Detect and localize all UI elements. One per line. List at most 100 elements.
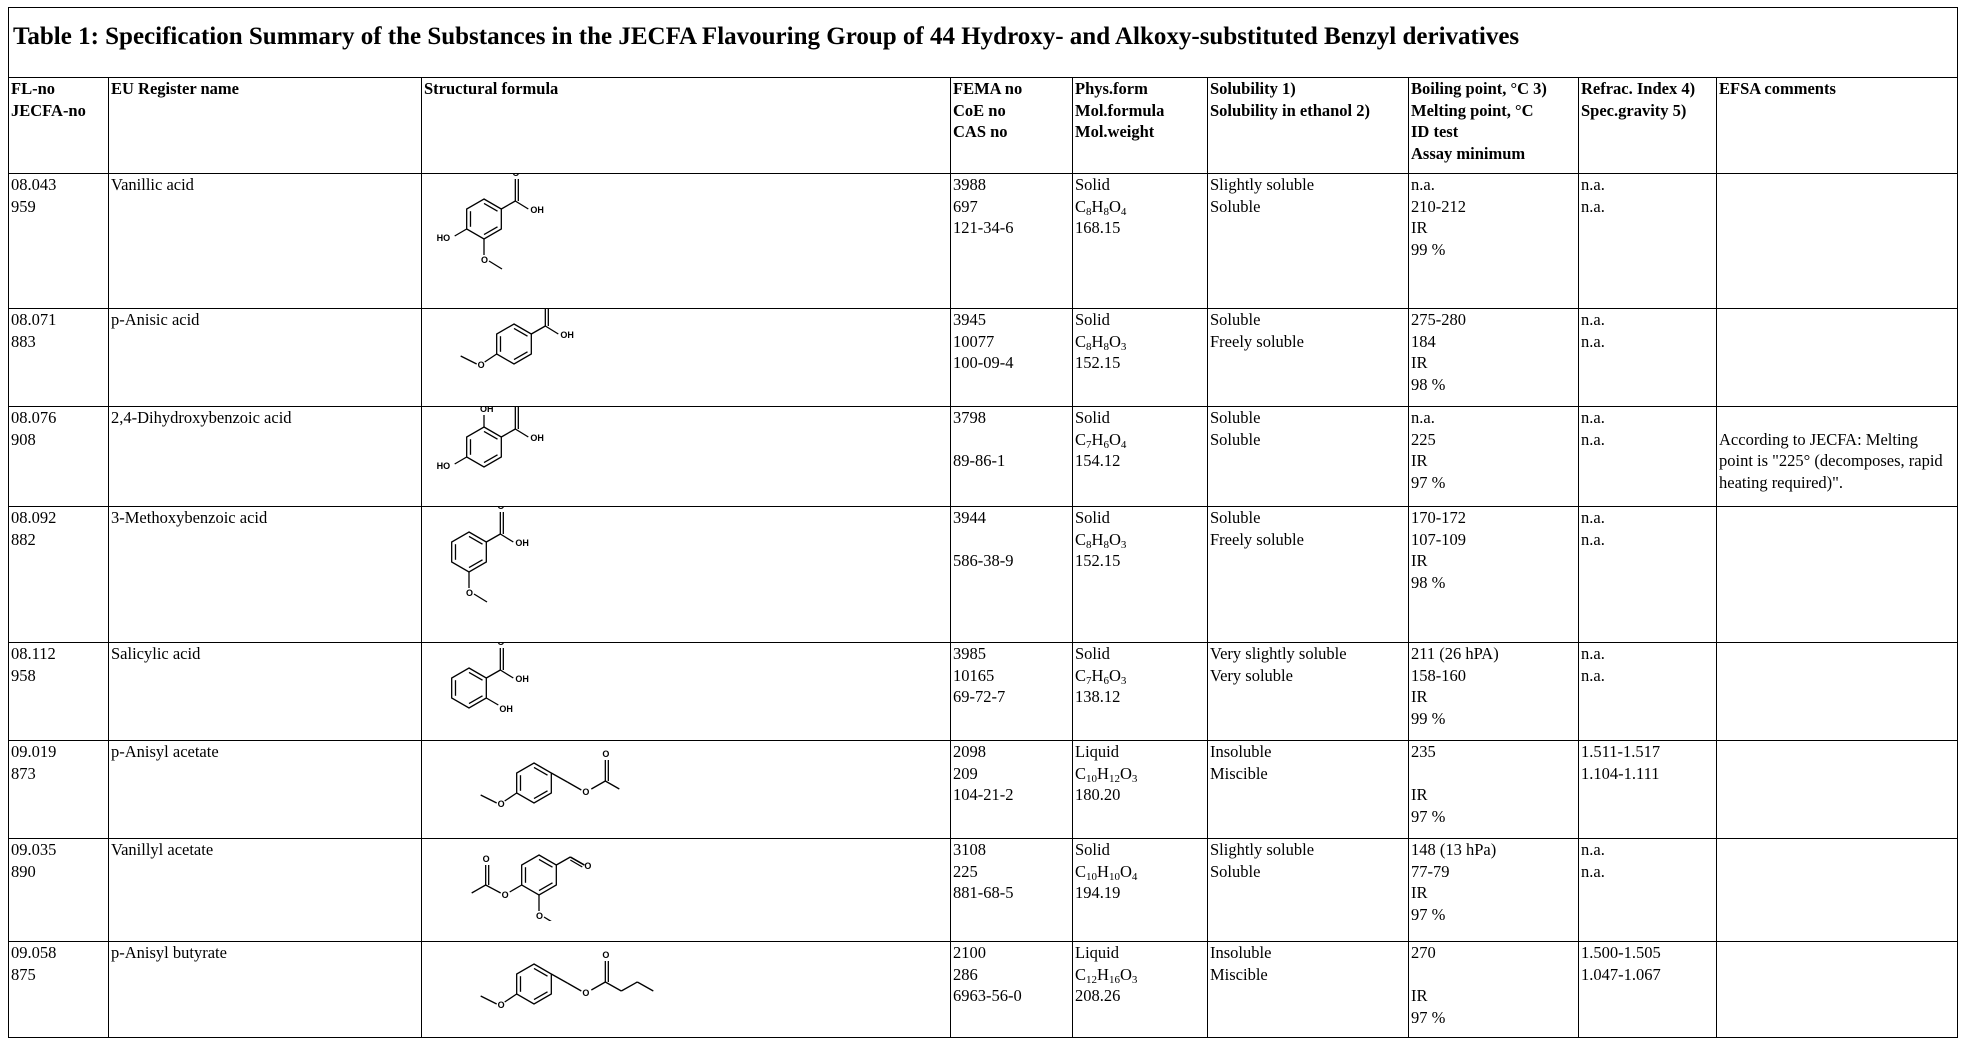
- cell-line: Spec.gravity 5): [1581, 100, 1687, 120]
- efsa-comments-cell: According to JECFA: Melting point is "22…: [1716, 406, 1958, 507]
- cell-line: 194.19: [1075, 883, 1121, 902]
- header-structural-formula: Structural formula: [421, 77, 951, 174]
- refrac-index-cell: n.a.n.a.: [1578, 506, 1717, 643]
- cell-line: 98 %: [1411, 374, 1446, 394]
- cell-line: n.a.: [1581, 408, 1605, 427]
- svg-text:O: O: [502, 890, 509, 900]
- cell-line: Phys.form: [1075, 79, 1148, 98]
- eu-register-name-cell: Salicylic acid: [108, 642, 422, 741]
- cell-line: IR: [1411, 687, 1428, 706]
- cell-line: n.a.: [1581, 310, 1605, 329]
- cell-line: C7H6O3: [1075, 665, 1127, 687]
- cell-line: Boiling point, °C 3): [1411, 79, 1547, 98]
- refrac-index-cell: n.a. n.a.: [1578, 406, 1717, 507]
- efsa-comments-cell: [1716, 173, 1958, 309]
- cell-line: n.a.: [1581, 861, 1605, 881]
- cell-line: 184: [1411, 331, 1436, 351]
- cell-line: JECFA-no: [11, 100, 86, 120]
- cell-line: 208.26: [1075, 986, 1121, 1005]
- cell-line: EFSA comments: [1719, 79, 1836, 98]
- refrac-index-cell: n.a.n.a.: [1578, 308, 1717, 407]
- cell-line: Insoluble: [1210, 742, 1272, 761]
- svg-text:O: O: [497, 643, 504, 647]
- cell-line: Solid: [1075, 840, 1110, 859]
- cell-line: 3988: [953, 175, 986, 194]
- cell-line: 77-79: [1411, 861, 1450, 881]
- svg-text:OH: OH: [530, 433, 544, 443]
- cell-line: 97 %: [1411, 904, 1446, 924]
- svg-text:O: O: [602, 950, 609, 960]
- svg-text:OH: OH: [515, 674, 529, 684]
- svg-text:OH: OH: [560, 330, 574, 340]
- svg-text:O: O: [498, 1000, 505, 1010]
- cell-line: Freely soluble: [1210, 529, 1304, 549]
- cell-line: Liquid: [1075, 943, 1119, 962]
- svg-text:O: O: [497, 507, 504, 511]
- svg-text:HO: HO: [437, 461, 451, 471]
- cell-line: 3798: [953, 408, 986, 427]
- cell-line: Soluble: [1210, 508, 1261, 527]
- header-solubility: Solubility 1)Solubility in ethanol 2): [1207, 77, 1409, 174]
- cell-line: 1.047-1.067: [1581, 964, 1661, 984]
- specification-table: Table 1: Specification Summary of the Su…: [8, 7, 1958, 1038]
- cell-line: 211 (26 hPA): [1411, 644, 1499, 663]
- p-anisyl-butyrate-structure-icon: OOO: [480, 950, 654, 1010]
- header-eu-register-name: EU Register name: [108, 77, 422, 174]
- cell-line: 08.076: [11, 408, 57, 427]
- efsa-comments-cell: [1716, 308, 1958, 407]
- cell-line: Solid: [1075, 408, 1110, 427]
- cell-line: [1411, 964, 1576, 986]
- cell-line: 97 %: [1411, 1007, 1446, 1027]
- cell-line: 890: [11, 861, 36, 881]
- cell-line: [953, 529, 1070, 551]
- cell-line: 170-172: [1411, 508, 1466, 527]
- cell-line: Solid: [1075, 644, 1110, 663]
- svg-text:OH: OH: [515, 538, 529, 548]
- cell-line: Miscible: [1210, 964, 1268, 984]
- cell-line: IR: [1411, 785, 1428, 804]
- cell-line: Slightly soluble: [1210, 175, 1315, 194]
- svg-text:O: O: [536, 911, 543, 921]
- cell-line: n.a.: [1581, 429, 1605, 449]
- header-efsa-comments: EFSA comments: [1716, 77, 1958, 174]
- cell-line: 148 (13 hPa): [1411, 840, 1497, 859]
- cell-line: FEMA no: [953, 79, 1023, 98]
- cell-line: C8H8O4: [1075, 196, 1127, 218]
- cell-line: 158-160: [1411, 665, 1466, 685]
- cell-line: Miscible: [1210, 763, 1268, 783]
- cell-line: Solubility in ethanol 2): [1210, 100, 1370, 120]
- cell-line: 99 %: [1411, 708, 1446, 728]
- eu-register-name-cell: Vanillic acid: [108, 173, 422, 309]
- svg-text:O: O: [512, 174, 519, 178]
- cell-line: Solid: [1075, 508, 1110, 527]
- cell-line: 3985: [953, 644, 986, 663]
- cell-line: 89-86-1: [953, 451, 1006, 470]
- cell-line: Very slightly soluble: [1210, 644, 1347, 663]
- fema-no-cell: 3798 89-86-1: [950, 406, 1073, 507]
- cell-line: 08.112: [11, 644, 56, 663]
- cell-line: n.a.: [1411, 408, 1435, 427]
- cell-line: C12H16O3: [1075, 964, 1138, 986]
- cell-line: 958: [11, 665, 36, 685]
